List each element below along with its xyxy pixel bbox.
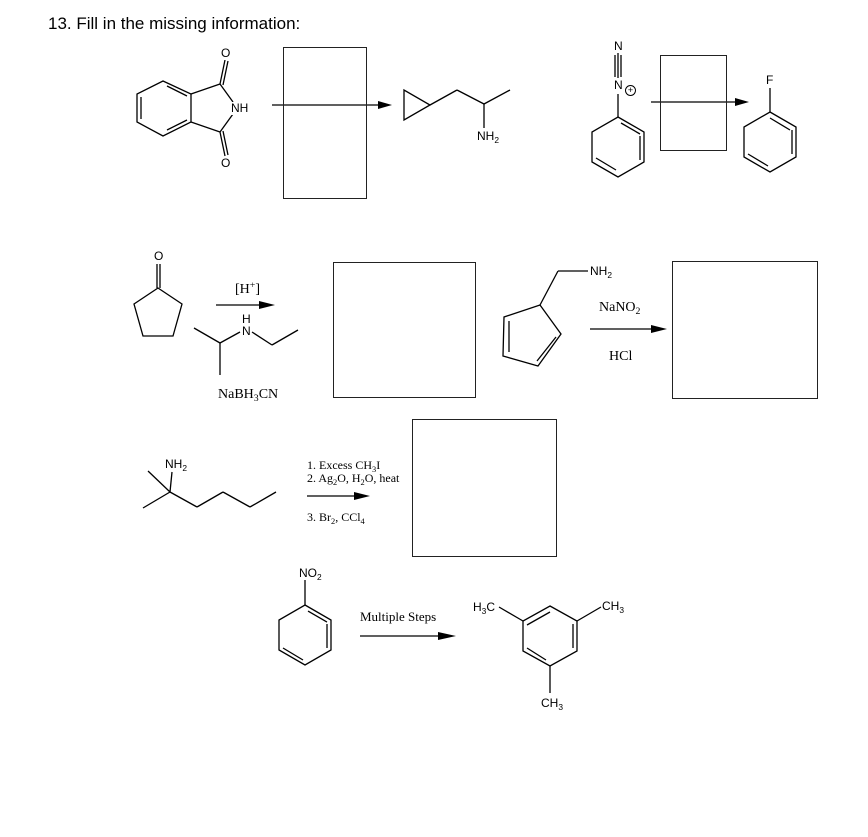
fluorobenzene-structure xyxy=(743,88,797,173)
phthalimide-structure xyxy=(136,59,234,157)
methylhexanamine-structure xyxy=(142,470,277,509)
reaction-1-reagents-box[interactable] xyxy=(283,47,367,199)
reagent-hcl: HCl xyxy=(609,349,633,364)
atom-label-nh2: NH2 xyxy=(477,129,500,145)
reaction-5-product-box[interactable] xyxy=(412,419,557,557)
nitrobenzene-structure xyxy=(278,580,332,666)
atom-label-no2: NO2 xyxy=(299,566,322,582)
mesitylene-structure xyxy=(498,605,602,693)
atom-label-o: O xyxy=(221,156,231,170)
atom-label-n-plus: N xyxy=(614,78,623,92)
atom-label-f: F xyxy=(766,73,774,87)
reagent-nano2: NaNO2 xyxy=(599,300,641,317)
atom-label-nh: NH xyxy=(231,101,249,115)
positive-charge-icon: + xyxy=(625,85,636,96)
atom-label-n-terminal: N xyxy=(614,39,623,53)
cyclopentanone-structure xyxy=(133,264,183,337)
atom-label-ch3: CH3 xyxy=(541,696,564,712)
reagent-step-1: 1. Excess CH3I xyxy=(307,458,381,474)
reagent-step-3: 3. Br2, CCl4 xyxy=(307,510,365,526)
reaction-2-reagents-box[interactable] xyxy=(660,55,727,151)
atom-label-nh2: NH2 xyxy=(590,264,613,280)
atom-label-n: N xyxy=(242,324,251,338)
atom-label-h: H xyxy=(242,312,251,326)
atom-label-o: O xyxy=(154,249,164,263)
reagent-nabh3cn: NaBH3CN xyxy=(218,387,279,404)
reagent-multiple-steps: Multiple Steps xyxy=(360,609,437,624)
reagent-acid-catalyst: [H+] xyxy=(235,280,260,297)
question-title: 13. Fill in the missing information: xyxy=(48,14,301,33)
atom-label-ch3: CH3 xyxy=(602,599,625,615)
cyclopropylpropanamine-structure xyxy=(403,88,511,128)
reaction-4-product-box[interactable] xyxy=(672,261,818,399)
atom-label-o: O xyxy=(221,46,231,60)
benzenediazonium-structure xyxy=(591,53,645,178)
reaction-3-product-box[interactable] xyxy=(333,262,476,398)
reagent-step-2: 2. Ag2O, H2O, heat xyxy=(307,471,400,487)
atom-label-h3c: H3C xyxy=(473,600,496,616)
cyclopentadienylmethanamine-structure xyxy=(502,270,588,367)
atom-label-nh2: NH2 xyxy=(165,457,188,473)
isopropylethylamine-structure xyxy=(193,327,299,375)
